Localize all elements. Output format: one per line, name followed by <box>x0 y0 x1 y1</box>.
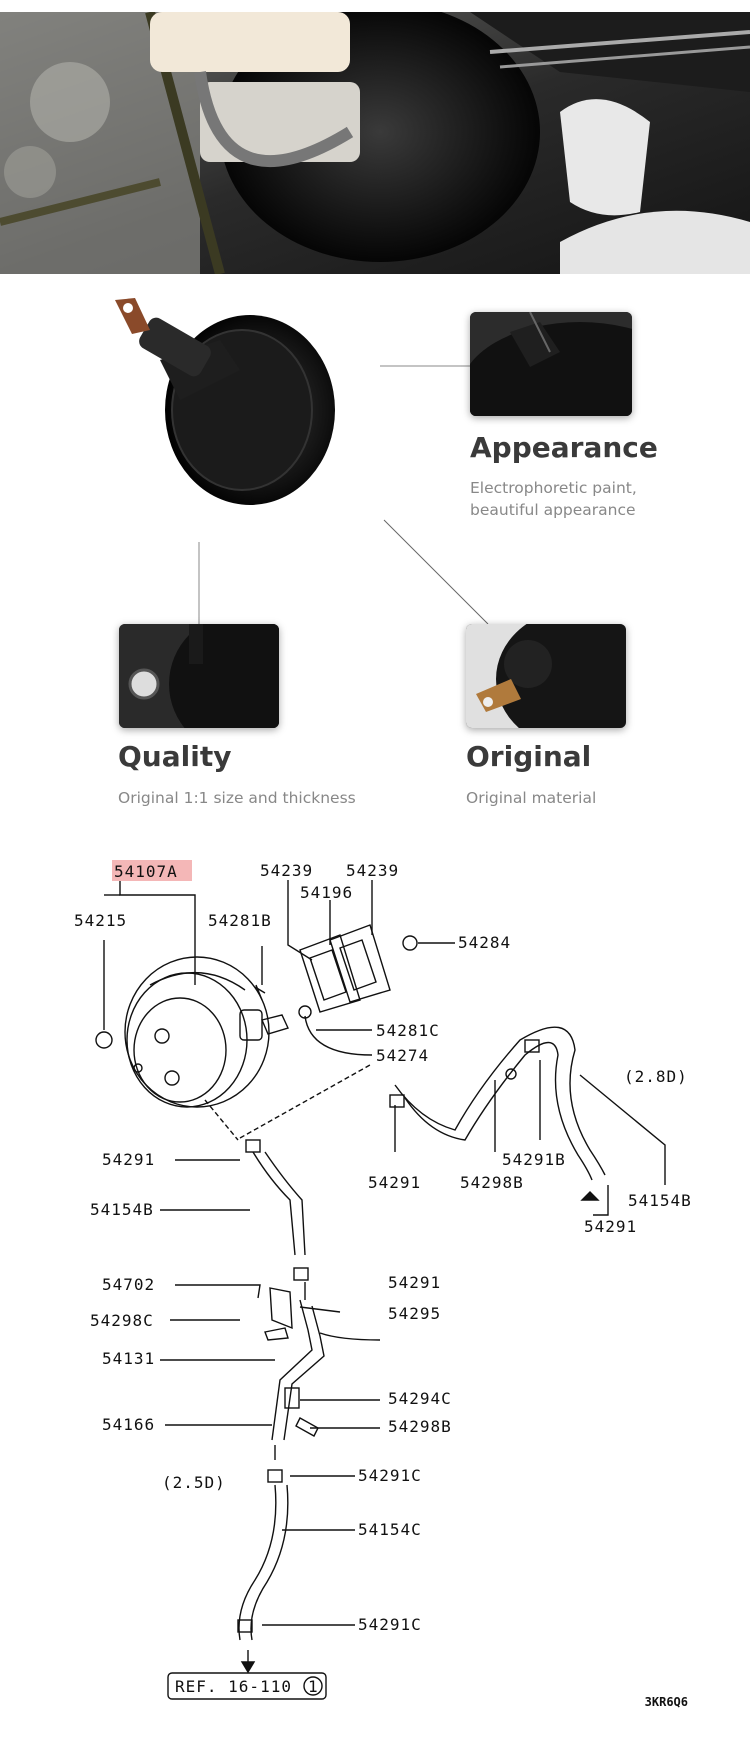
appearance-description-line1: Electrophoretic paint, <box>470 479 637 497</box>
label-54154b-right: 54154B <box>628 1191 692 1210</box>
label-54702: 54702 <box>102 1275 155 1294</box>
brake-booster-image <box>100 290 350 520</box>
highlight-part-box <box>112 860 192 881</box>
label-54291-b: 54291 <box>368 1173 421 1192</box>
label-54154c: 54154C <box>358 1520 422 1539</box>
appearance-description-line2: beautiful appearance <box>470 501 636 519</box>
reference-circle-number: 1 <box>308 1677 319 1696</box>
label-54281c: 54281C <box>376 1021 440 1040</box>
label-2-5d: (2.5D) <box>162 1473 226 1492</box>
label-54284: 54284 <box>458 933 511 952</box>
label-54291b: 54291B <box>502 1150 566 1169</box>
diagram-code: 3KR6Q6 <box>644 1695 688 1709</box>
label-54274: 54274 <box>376 1046 429 1065</box>
label-54291-d: 54291 <box>388 1273 441 1292</box>
label-54291c-a: 54291C <box>358 1466 422 1485</box>
original-title: Original <box>466 740 592 773</box>
appearance-title: Appearance <box>470 431 658 464</box>
label-54107a: 54107A <box>114 862 178 881</box>
label-54196: 54196 <box>300 883 353 902</box>
label-54239-b: 54239 <box>346 861 399 880</box>
label-54298c: 54298C <box>90 1311 154 1330</box>
label-54291c-b: 54291C <box>358 1615 422 1634</box>
label-54294c: 54294C <box>388 1389 452 1408</box>
engine-bay-photo <box>0 12 750 274</box>
label-54295: 54295 <box>388 1304 441 1323</box>
label-54291-a: 54291 <box>102 1150 155 1169</box>
original-thumbnail <box>466 624 626 728</box>
label-54239-a: 54239 <box>260 861 313 880</box>
original-description: Original material <box>466 789 597 807</box>
parts-diagram: 54107A 54215 54281B 54239 54239 54196 54… <box>0 830 750 1745</box>
label-54298b-b: 54298B <box>388 1417 452 1436</box>
reference-label: REF. 16-110 <box>175 1677 292 1696</box>
appearance-thumbnail <box>470 312 632 416</box>
quality-thumbnail <box>119 624 279 728</box>
connector-lines <box>198 365 489 625</box>
quality-title: Quality <box>118 740 232 773</box>
label-54154b-left: 54154B <box>90 1200 154 1219</box>
label-54291-c: 54291 <box>584 1217 637 1236</box>
quality-description: Original 1:1 size and thickness <box>118 789 356 807</box>
label-54298b-a: 54298B <box>460 1173 524 1192</box>
label-2-8d: (2.8D) <box>624 1067 688 1086</box>
label-54215: 54215 <box>74 911 127 930</box>
label-54131: 54131 <box>102 1349 155 1368</box>
label-54281b: 54281B <box>208 911 272 930</box>
label-54166: 54166 <box>102 1415 155 1434</box>
